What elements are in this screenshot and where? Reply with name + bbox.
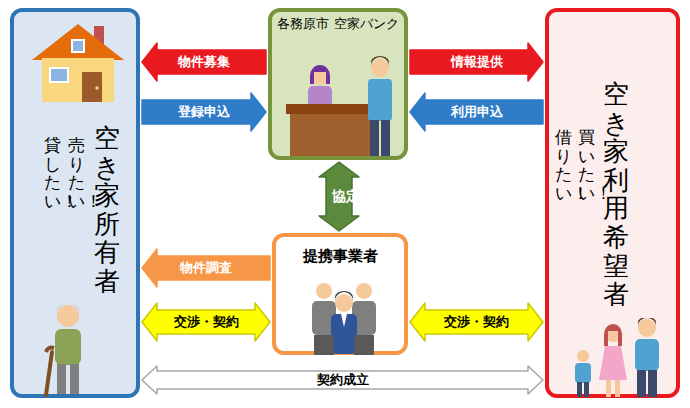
user-panel: 空き家利用希望者買いたい！ 借りたい！ <box>545 8 680 398</box>
vertical-label: 空き家利用希望者 <box>603 80 629 309</box>
partner-box: 提携事業者 <box>272 233 408 355</box>
house-icon <box>30 18 126 104</box>
block-arrow <box>142 93 266 131</box>
block-arrow <box>410 43 543 81</box>
block-arrow <box>410 303 543 341</box>
text-holder: 空き家所有者 <box>94 124 120 296</box>
text-holder: 買いたい！ <box>578 128 595 203</box>
vertical-label: 売りたい！ <box>68 136 85 211</box>
block-arrow <box>319 162 359 231</box>
arrow-label: 利用申込 <box>449 104 505 120</box>
block-arrow <box>410 93 543 131</box>
vertical-label: 空き家所有者 <box>94 124 120 296</box>
block-arrow <box>142 43 266 81</box>
arrow-label: 物件募集 <box>176 54 232 70</box>
block-arrow <box>142 249 270 287</box>
text-holder: 借りたい！ <box>555 128 572 203</box>
vertical-label: 買いたい！ <box>578 128 595 203</box>
owner-panel: 空き家所有者売りたい！ 貸したい！ <box>10 8 140 398</box>
clerk-illustration <box>284 54 402 158</box>
text-holder: 各務原市 空家バンク <box>276 16 400 33</box>
node-title: 各務原市 空家バンク <box>276 16 400 33</box>
arrow-label: 協定 <box>332 189 346 204</box>
text-holder: 貸したい！ <box>44 136 61 211</box>
old-man-icon <box>38 302 110 398</box>
arrow-label: 情報提供 <box>449 54 505 70</box>
text-holder: 空き家利用希望者 <box>603 80 629 309</box>
vertical-label: 借りたい！ <box>555 128 572 203</box>
vertical-label: 貸したい！ <box>44 136 61 211</box>
arrow-label: 交渉・契約 <box>442 314 511 330</box>
node-title: 提携事業者 <box>280 247 400 267</box>
block-arrow <box>142 366 543 394</box>
arrow-label: 登録申込 <box>176 104 232 120</box>
family-icon <box>561 318 673 398</box>
business-people-icon <box>306 277 382 355</box>
arrow-label: 物件調査 <box>178 260 234 276</box>
block-arrow <box>142 303 270 341</box>
text-holder: 提携事業者 <box>280 247 400 267</box>
text-holder: 売りたい！ <box>68 136 85 211</box>
arrow-label: 交渉・契約 <box>172 314 241 330</box>
akiya-bank-box: 各務原市 空家バンク <box>268 8 408 160</box>
arrow-label: 契約成立 <box>315 372 371 388</box>
